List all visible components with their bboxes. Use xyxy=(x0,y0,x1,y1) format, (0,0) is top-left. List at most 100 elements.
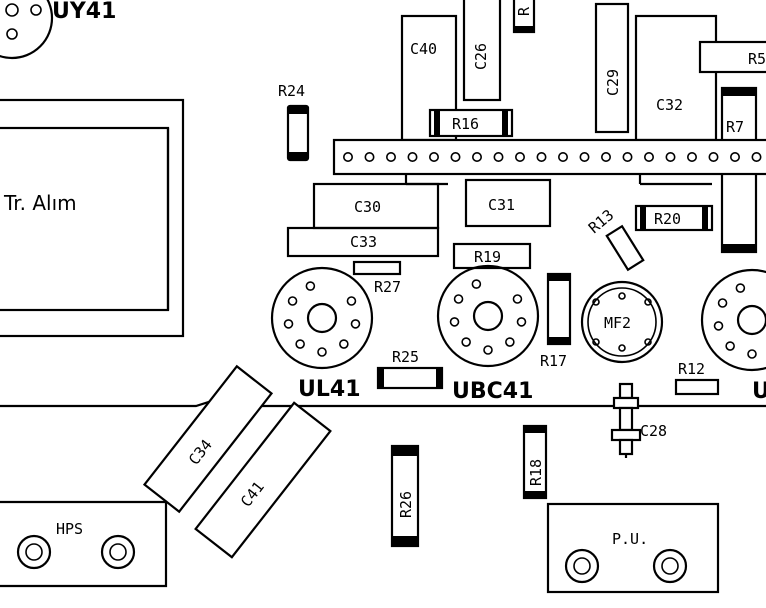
r18-label: R18 xyxy=(527,459,545,486)
socket-pin xyxy=(295,339,305,349)
strip-hole xyxy=(557,152,568,163)
c41-capacitor xyxy=(194,401,332,559)
socket-pin xyxy=(747,349,757,359)
socket-pin xyxy=(735,283,746,293)
r7-cap-bottom xyxy=(722,244,756,252)
r16-resistor xyxy=(428,108,514,138)
u-partial-label: U xyxy=(752,379,766,404)
r20-label: R20 xyxy=(654,210,681,228)
c28-capacitor xyxy=(610,382,642,458)
chassis-edge xyxy=(0,390,766,408)
ul41-label: UL41 xyxy=(298,377,361,402)
r24-cap-bottom xyxy=(288,152,308,160)
uy41-socket xyxy=(0,0,54,60)
r18-cap-top xyxy=(524,426,546,433)
r16-label: R16 xyxy=(452,115,479,133)
socket-pin xyxy=(717,298,728,308)
socket-pin xyxy=(305,281,316,291)
strip-hole xyxy=(536,152,547,163)
strip-hole xyxy=(686,152,697,163)
c29-capacitor xyxy=(594,2,630,134)
r16-cap-right xyxy=(502,110,508,136)
strip-hole xyxy=(471,152,482,163)
socket-pin xyxy=(512,294,523,304)
ubc41-socket xyxy=(436,264,540,368)
socket-pin xyxy=(283,319,294,329)
socket-pin xyxy=(483,345,493,355)
c32-label: C32 xyxy=(656,96,683,114)
r17-cap-top xyxy=(548,274,570,281)
r26-cap-bottom xyxy=(392,536,418,546)
r12-label: R12 xyxy=(678,360,705,378)
r27-label: R27 xyxy=(374,278,401,296)
socket-pin xyxy=(471,279,482,289)
strip-hole xyxy=(665,152,676,163)
r5-resistor xyxy=(698,40,766,74)
r7-cap-top xyxy=(722,88,756,96)
strip-hole xyxy=(342,152,353,163)
mf2-label: MF2 xyxy=(604,314,631,332)
r25-resistor xyxy=(376,366,444,390)
r20-cap-left xyxy=(640,206,646,230)
c26-label: C26 xyxy=(472,43,490,70)
hps-label: HPS xyxy=(56,520,83,538)
c32-capacitor xyxy=(634,14,718,142)
c28-label: C28 xyxy=(640,422,667,440)
strip-hole xyxy=(751,152,762,163)
r17-resistor xyxy=(546,272,572,346)
strip-hole xyxy=(493,152,504,163)
strip-hole xyxy=(579,152,590,163)
mf2-filter xyxy=(580,280,664,364)
r-top-cap xyxy=(514,26,534,32)
r13-resistor xyxy=(605,224,645,272)
socket-pin xyxy=(346,296,357,306)
c31-capacitor xyxy=(464,178,552,228)
c26-capacitor xyxy=(462,0,502,102)
c33-label: C33 xyxy=(350,233,377,251)
r16-cap-left xyxy=(434,110,440,136)
strip-hole xyxy=(708,152,719,163)
transformer-label: Tr. Alım xyxy=(3,191,77,215)
c40-label: C40 xyxy=(410,40,437,58)
r12-resistor xyxy=(674,378,720,396)
r-top-label: R xyxy=(515,6,533,16)
c33-capacitor xyxy=(286,226,440,258)
r25-label: R25 xyxy=(392,348,419,366)
strip-hole xyxy=(514,152,525,163)
r19-resistor xyxy=(452,242,532,270)
pu-label: P.U. xyxy=(612,530,648,548)
c30-label: C30 xyxy=(354,198,381,216)
r17-cap-bottom xyxy=(548,337,570,344)
socket-pin xyxy=(317,347,327,357)
socket-pin xyxy=(287,296,298,306)
c34-capacitor xyxy=(142,364,274,514)
socket-pin xyxy=(350,319,361,329)
socket-pin xyxy=(449,317,460,327)
r24-label: R24 xyxy=(278,82,305,100)
r20-cap-right xyxy=(702,206,708,230)
strip-hole xyxy=(428,152,439,163)
strip-hole xyxy=(622,152,633,163)
pu-connector xyxy=(546,502,720,594)
r27-resistor xyxy=(352,260,402,276)
r18-cap-bottom xyxy=(524,491,546,498)
r25-cap-left xyxy=(378,368,384,388)
r17-label: R17 xyxy=(540,352,567,370)
socket-pin xyxy=(516,317,527,327)
socket-pin xyxy=(713,321,724,331)
u-partial-socket xyxy=(700,268,766,372)
socket-pin xyxy=(505,337,515,347)
strip-hole xyxy=(407,152,418,163)
strip-hole xyxy=(600,152,611,163)
strip-hole xyxy=(450,152,461,163)
socket-pin xyxy=(453,294,464,304)
strip-hole xyxy=(385,152,396,163)
terminal-strip xyxy=(332,138,766,186)
r25-cap-right xyxy=(436,368,442,388)
ubc41-label: UBC41 xyxy=(452,379,533,404)
r20-resistor xyxy=(634,204,714,232)
strip-hole xyxy=(729,152,740,163)
r5-label: R5 xyxy=(748,50,766,68)
